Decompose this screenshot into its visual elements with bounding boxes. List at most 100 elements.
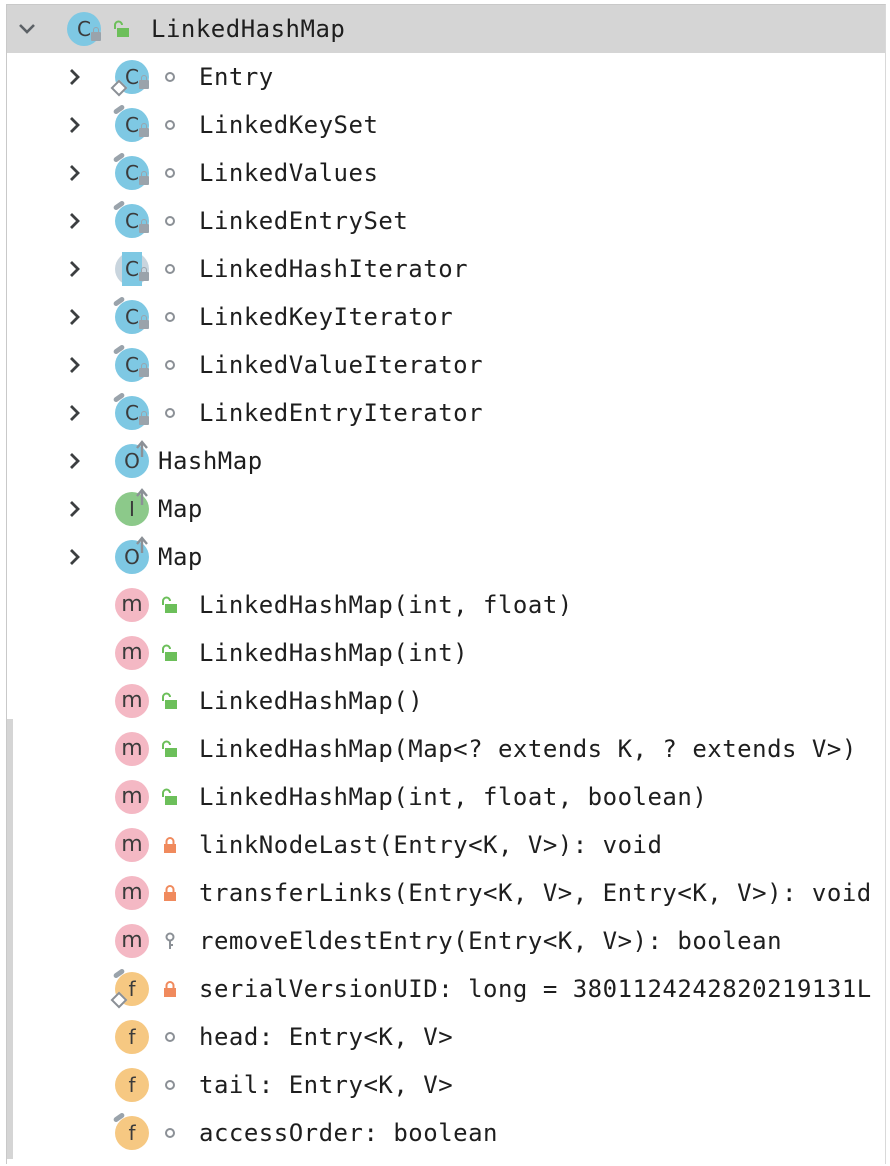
method-icon: m (115, 684, 149, 718)
tree-row-label: head: Entry<K, V> (199, 1023, 454, 1051)
unlocked-lock-icon (113, 20, 131, 38)
tree-row[interactable]: m removeEldestEntry(Entry<K, V>): boolean (7, 917, 885, 965)
chevron-right-icon[interactable] (65, 67, 85, 87)
tree-row-label: LinkedValues (199, 159, 379, 187)
chevron-right-icon[interactable] (65, 115, 85, 135)
chevron-right-icon[interactable] (65, 499, 85, 519)
method-icon: m (115, 876, 149, 910)
tree-row-label: LinkedKeySet (199, 111, 379, 139)
tree-row-label: linkNodeLast(Entry<K, V>): void (199, 831, 663, 859)
tree-row-label: LinkedHashMap(int) (199, 639, 469, 667)
class-icon: C (112, 152, 149, 190)
circle-dot-icon (161, 260, 179, 278)
chevron-right-icon[interactable] (65, 307, 85, 327)
circle-dot-icon (161, 68, 179, 86)
class-icon: C (112, 392, 149, 430)
field-icon: f (115, 1020, 149, 1054)
class-icon: C (112, 200, 149, 238)
tree-row-label: serialVersionUID: long = 380112424282021… (199, 975, 872, 1003)
circle-dot-icon (161, 308, 179, 326)
tree-row-label: Entry (199, 63, 274, 91)
tree-row[interactable]: m transferLinks(Entry<K, V>, Entry<K, V>)… (7, 869, 885, 917)
unlocked-lock-icon (161, 788, 179, 806)
chevron-right-icon[interactable] (65, 451, 85, 471)
lock-icon (161, 980, 179, 998)
class-icon: C (112, 344, 149, 382)
tree-row[interactable]: m linkNodeLast(Entry<K, V>): void (7, 821, 885, 869)
chevron-right-icon[interactable] (65, 259, 85, 279)
tree-row-label: LinkedValueIterator (199, 351, 484, 379)
inherited-interface-icon: I (115, 488, 149, 526)
tree-row[interactable]: C LinkedKeyIterator (7, 293, 885, 341)
tree-row[interactable]: O Map (7, 533, 885, 581)
tree-row-label: LinkedEntryIterator (199, 399, 484, 427)
field-icon: f (112, 1112, 149, 1150)
tree-row-label: tail: Entry<K, V> (199, 1071, 454, 1099)
tree-row[interactable]: C Entry (7, 53, 885, 101)
tree-row[interactable]: C LinkedEntryIterator (7, 389, 885, 437)
class-icon: C (112, 104, 149, 142)
circle-dot-icon (161, 212, 179, 230)
circle-dot-icon (161, 164, 179, 182)
method-icon: m (115, 828, 149, 862)
class-icon: C (110, 60, 149, 97)
tree-row[interactable]: C LinkedKeySet (7, 101, 885, 149)
chevron-right-icon[interactable] (65, 403, 85, 423)
method-icon: m (115, 732, 149, 766)
tree-row-label: transferLinks(Entry<K, V>, Entry<K, V>):… (199, 879, 872, 907)
tree-row[interactable]: m LinkedHashMap() (7, 677, 885, 725)
tree-row[interactable]: m LinkedHashMap(int) (7, 629, 885, 677)
field-icon: f (115, 1068, 149, 1102)
tree-row[interactable]: C LinkedValueIterator (7, 341, 885, 389)
chevron-right-icon[interactable] (65, 547, 85, 567)
chevron-down-icon[interactable] (17, 19, 37, 39)
tree-row-label: LinkedHashMap() (199, 687, 424, 715)
tree-row[interactable]: f serialVersionUID: long = 38011242428202… (7, 965, 885, 1013)
tree-row[interactable]: C LinkedHashIterator (7, 245, 885, 293)
unlocked-lock-icon (161, 644, 179, 662)
method-icon: m (115, 924, 149, 958)
tree-row[interactable]: O HashMap (7, 437, 885, 485)
key-icon (161, 932, 179, 950)
unlocked-lock-icon (161, 740, 179, 758)
method-icon: m (115, 780, 149, 814)
lock-icon (161, 836, 179, 854)
tree-row-label: removeEldestEntry(Entry<K, V>): boolean (199, 927, 783, 955)
tree-row[interactable]: C LinkedValues (7, 149, 885, 197)
circle-dot-icon (161, 116, 179, 134)
chevron-right-icon[interactable] (65, 211, 85, 231)
circle-dot-icon (161, 1124, 179, 1142)
tree-row[interactable]: m LinkedHashMap(int, float, boolean) (7, 773, 885, 821)
class-icon: C (112, 296, 149, 334)
tree-row[interactable]: I Map (7, 485, 885, 533)
field-icon: f (110, 968, 149, 1009)
tree-row-label: Map (158, 495, 203, 523)
tree-row[interactable]: f head: Entry<K, V> (7, 1013, 885, 1061)
tree-row[interactable]: f tail: Entry<K, V> (7, 1061, 885, 1109)
method-icon: m (115, 636, 149, 670)
class-icon: C (67, 12, 101, 46)
inherited-class-icon: O (115, 440, 149, 478)
abstract-class-icon: C (115, 252, 149, 286)
unlocked-lock-icon (161, 596, 179, 614)
tree-row-label: LinkedKeyIterator (199, 303, 454, 331)
circle-dot-icon (161, 1076, 179, 1094)
chevron-right-icon[interactable] (65, 355, 85, 375)
tree-row-label: LinkedHashMap(Map<? extends K, ? extends… (199, 735, 857, 763)
inherited-class-icon: O (115, 536, 149, 574)
chevron-right-icon[interactable] (65, 163, 85, 183)
tree-row-label: HashMap (158, 447, 263, 475)
tree-row-label: Map (158, 543, 203, 571)
tree-row[interactable]: m LinkedHashMap(Map<? extends K, ? extend… (7, 725, 885, 773)
circle-dot-icon (161, 404, 179, 422)
tree-row-label: LinkedHashIterator (199, 255, 469, 283)
circle-dot-icon (161, 1028, 179, 1046)
method-icon: m (115, 588, 149, 622)
tree-row-label: LinkedEntrySet (199, 207, 409, 235)
tree-row[interactable]: C LinkedEntrySet (7, 197, 885, 245)
tree-row-label: LinkedHashMap(int, float, boolean) (199, 783, 708, 811)
